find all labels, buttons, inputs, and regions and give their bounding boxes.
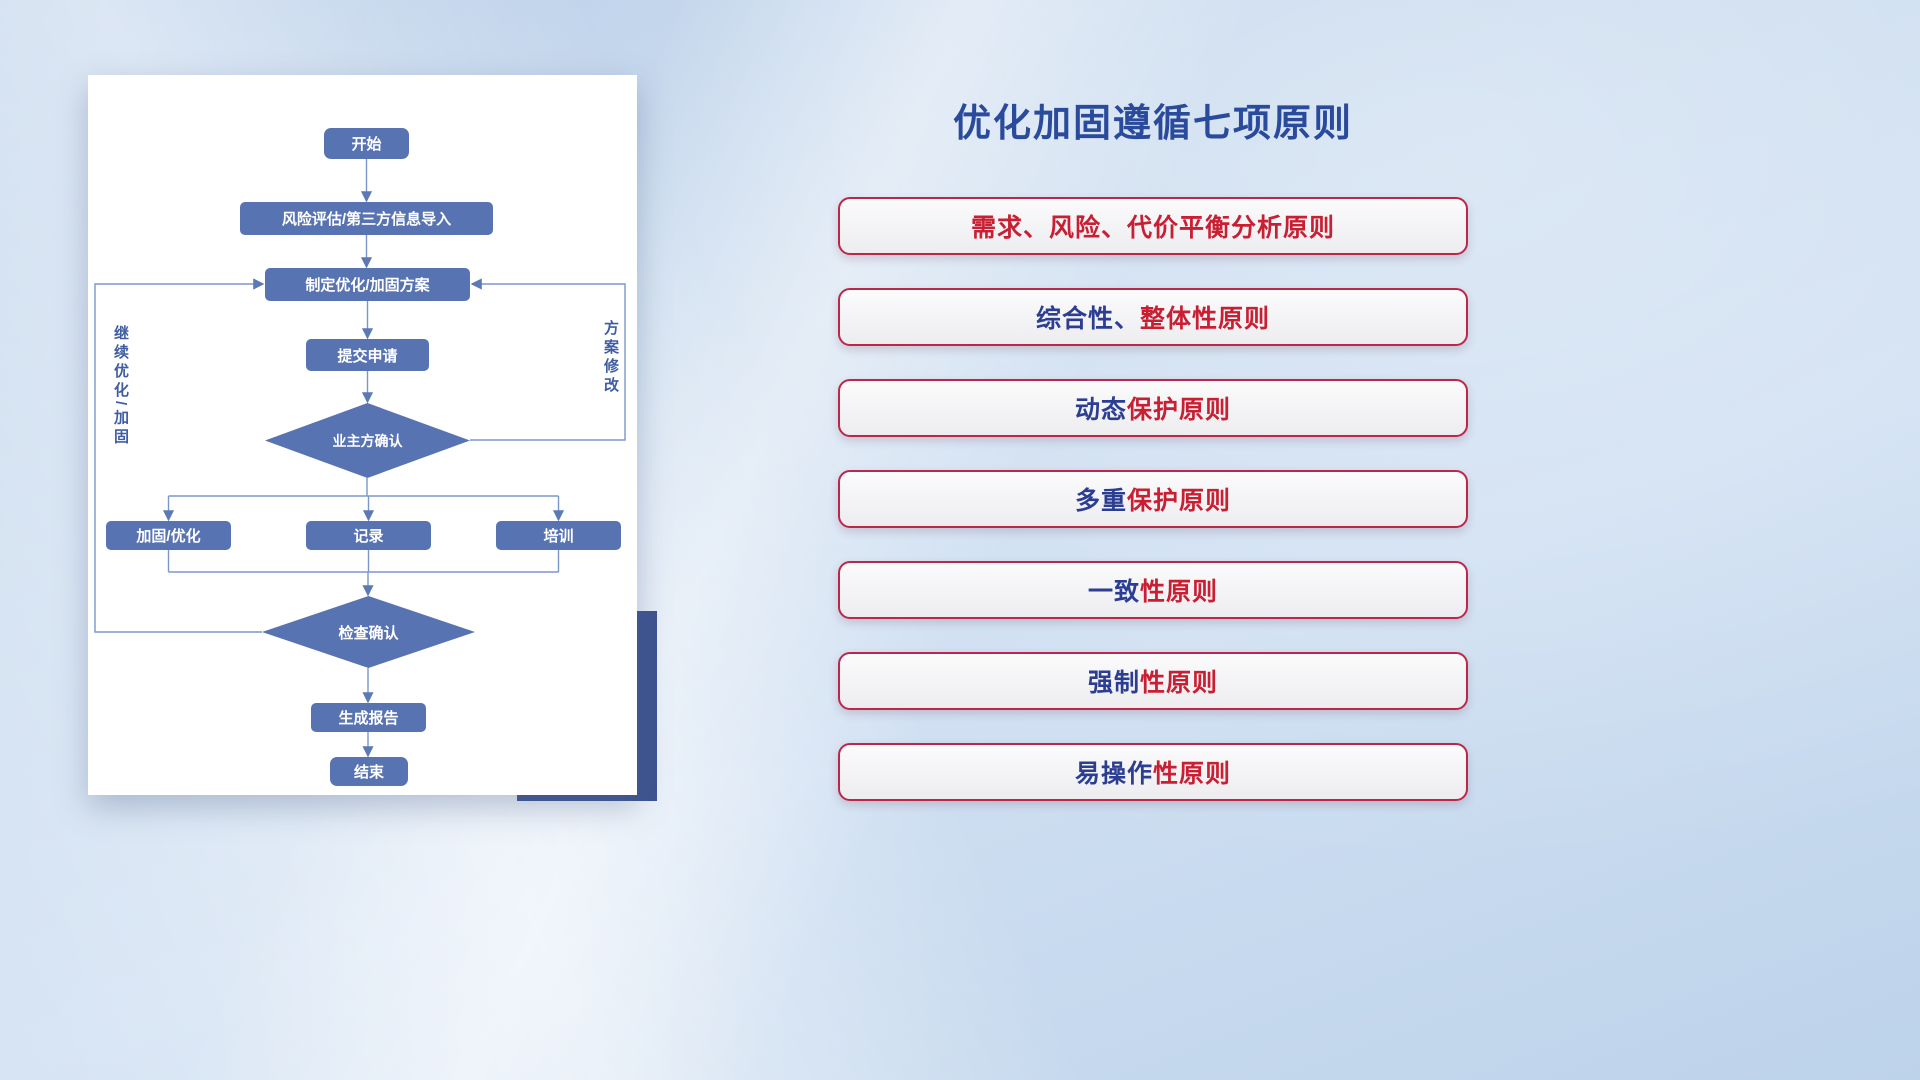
principle-text-segment: 多重	[1074, 487, 1127, 515]
principle-text-segment: 保护原则	[1127, 487, 1232, 515]
principle-item: 一致性原则	[838, 561, 1468, 619]
principle-item: 综合性、整体性原则	[838, 288, 1468, 346]
principle-text-segment: 强制	[1087, 669, 1140, 697]
principle-text-segment: 保护原则	[1127, 396, 1232, 424]
flow-node-reinforce-optimize: 加固/优化	[106, 521, 231, 550]
loop-continue-optimize	[94, 278, 265, 633]
flow-node-make-plan: 制定优化/加固方案	[265, 268, 470, 301]
loop-plan-revision	[470, 278, 626, 441]
flow-node-start: 开始	[324, 128, 409, 159]
principles-list: 需求、风险、代价平衡分析原则综合性、整体性原则动态保护原则多重保护原则一致性原则…	[838, 197, 1468, 801]
principle-item: 动态保护原则	[838, 379, 1468, 437]
edge-label-continue-optimize: 继续优化/加固	[112, 325, 129, 448]
principle-item: 多重保护原则	[838, 470, 1468, 528]
principle-item: 强制性原则	[838, 652, 1468, 710]
principle-text-segment: 动态	[1074, 396, 1127, 424]
flow-node-record: 记录	[306, 521, 431, 550]
page-title: 优化加固遵循七项原则	[952, 103, 1353, 145]
principle-text-segment: 一致	[1087, 578, 1140, 606]
principle-text-segment: 需求、风险、代价平衡分析原则	[970, 214, 1335, 242]
principle-text-segment: 整体性原则	[1140, 305, 1271, 333]
flow-node-risk-assessment: 风险评估/第三方信息导入	[240, 202, 493, 235]
principle-item: 需求、风险、代价平衡分析原则	[838, 197, 1468, 255]
principle-text-segment: 性原则	[1140, 578, 1219, 606]
flowchart-card: 开始 风险评估/第三方信息导入 制定优化/加固方案 提交申请 业主方确认 加固/…	[88, 75, 637, 795]
flow-node-generate-report: 生成报告	[311, 703, 426, 732]
flow-node-training: 培训	[496, 521, 621, 550]
principle-item: 易操作性原则	[838, 743, 1468, 801]
flow-node-submit-application: 提交申请	[306, 339, 429, 371]
flowchart-connectors	[94, 159, 626, 758]
principle-text-segment: 易操作	[1074, 760, 1153, 788]
principle-text-segment: 性原则	[1140, 669, 1219, 697]
flow-node-end: 结束	[330, 757, 408, 786]
principle-text-segment: 综合性、	[1035, 305, 1140, 333]
edge-label-plan-revision: 方案修改	[602, 320, 619, 396]
principle-text-segment: 性原则	[1153, 760, 1232, 788]
